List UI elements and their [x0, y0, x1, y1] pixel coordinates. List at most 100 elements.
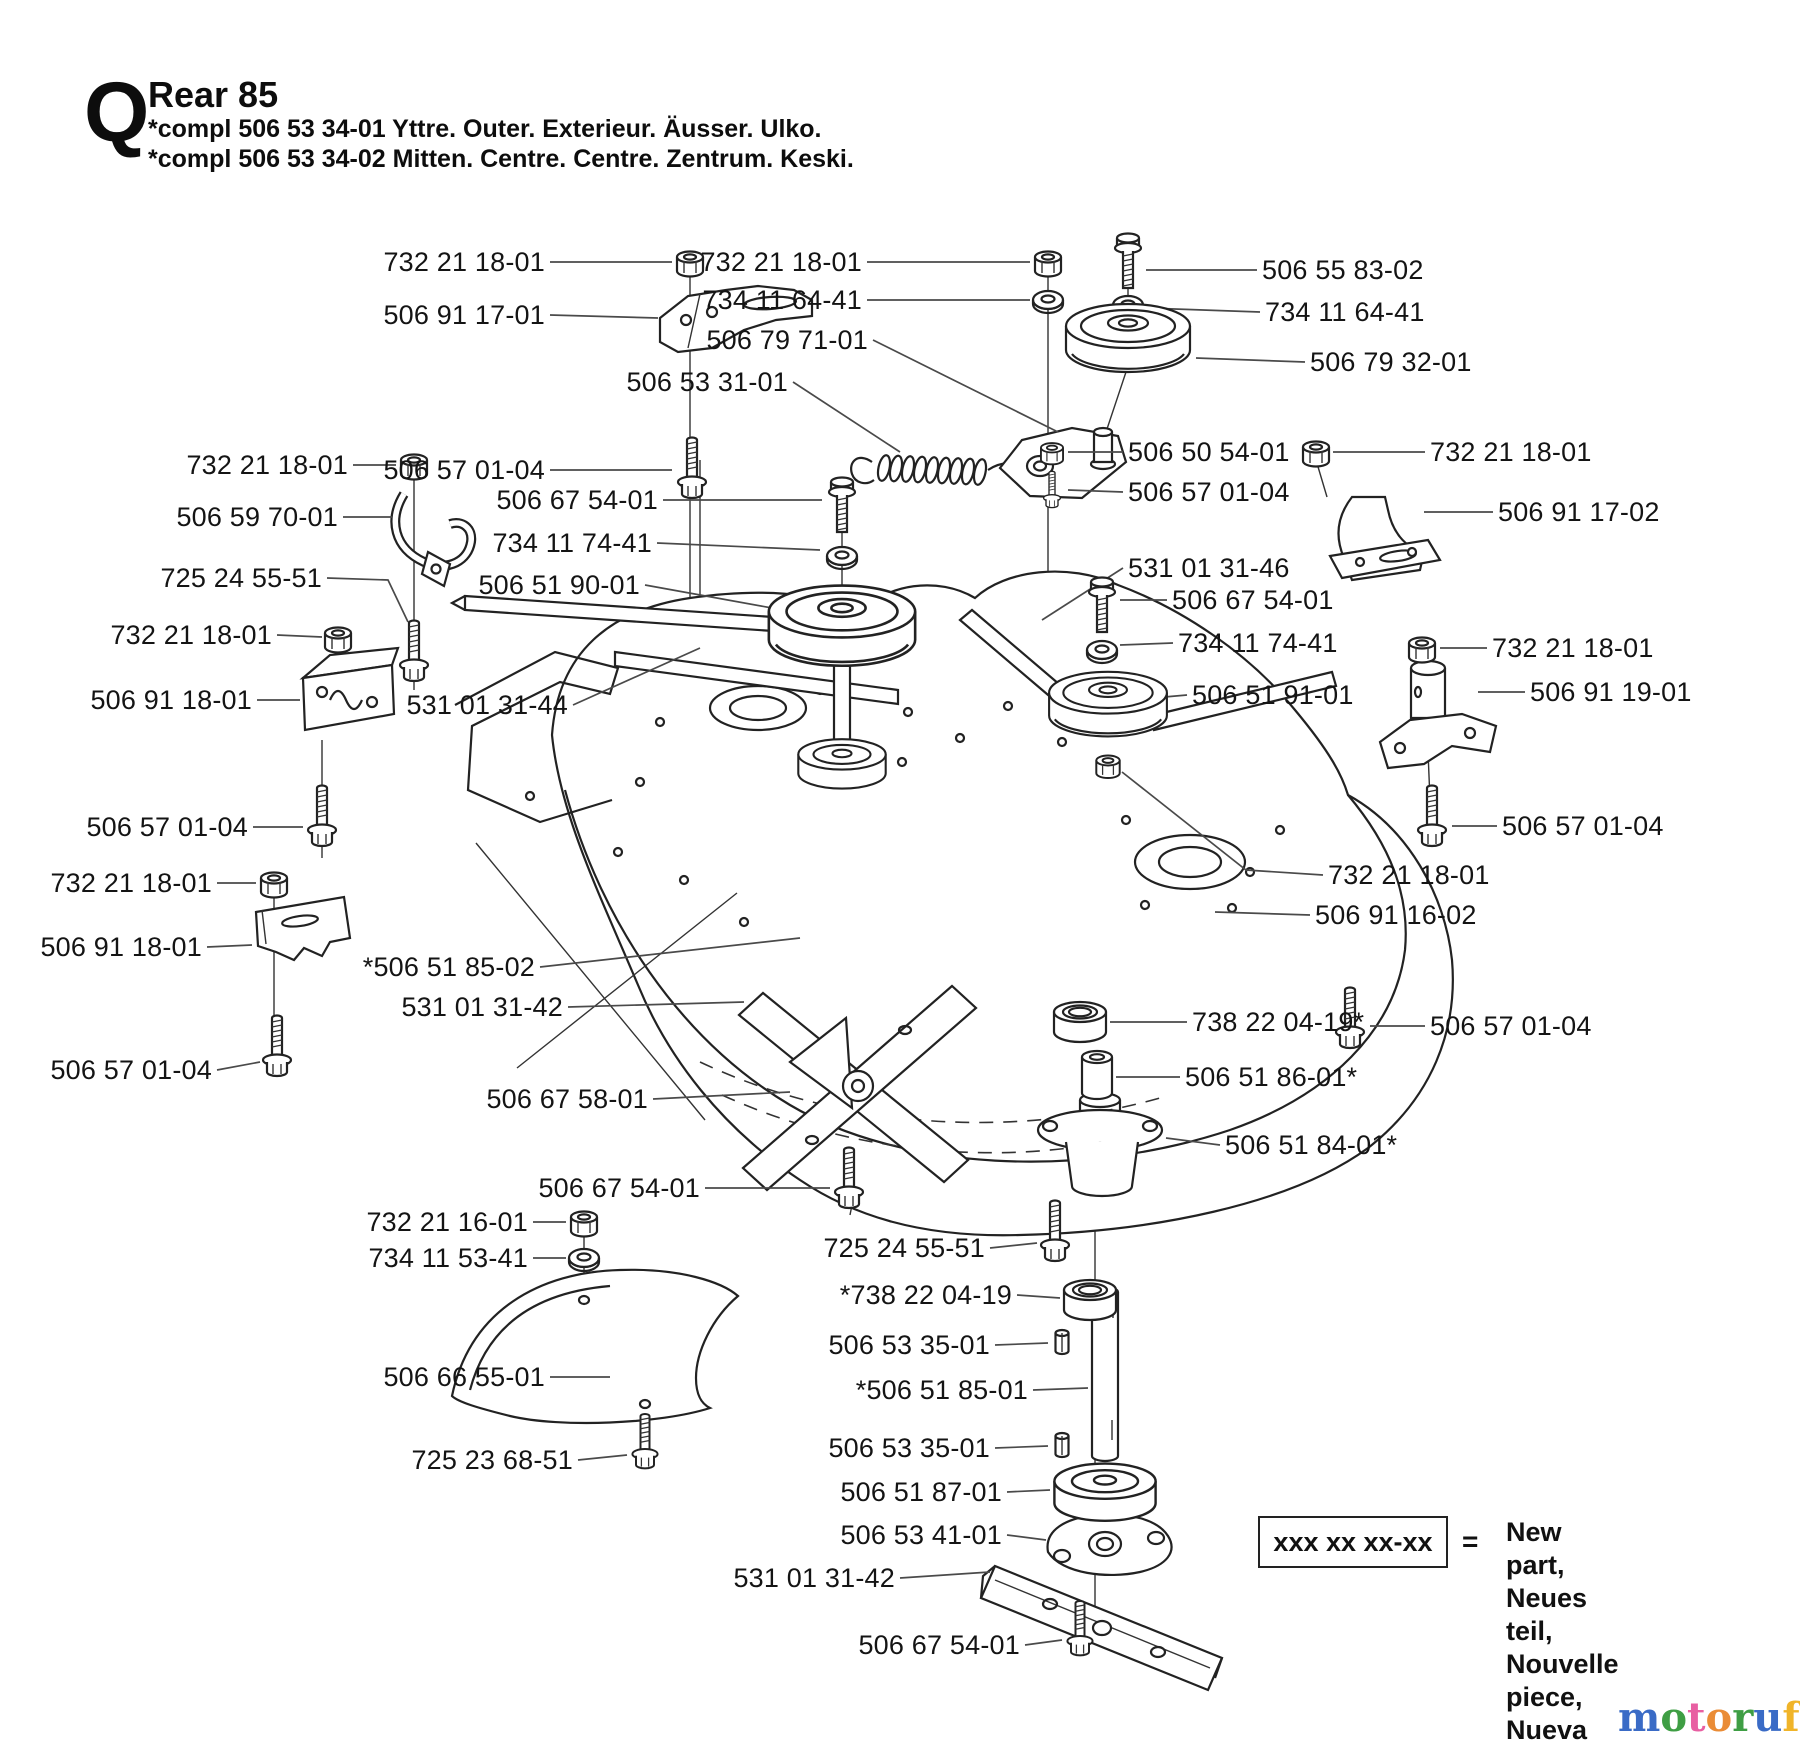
- part-number-label: 738 22 04-19*: [1192, 1007, 1365, 1037]
- locknut-icon: [323, 626, 353, 654]
- pulley-icon: [1064, 302, 1192, 374]
- hex-bolt-icon: [827, 476, 857, 534]
- blade-holder-506-53-41-01: [1046, 1513, 1173, 1577]
- part-number-label: 506 57 01-04: [86, 812, 248, 842]
- part-number-label: *506 51 85-02: [362, 952, 535, 982]
- part-number-label: 734 11 64-41: [1265, 297, 1425, 327]
- page-title: Rear 85: [148, 74, 279, 115]
- legend-pattern-box: xxx xx xx-xx: [1258, 1516, 1448, 1568]
- leader-line: [206, 944, 253, 948]
- leader-line: [994, 1445, 1049, 1449]
- washer-icon: [567, 1247, 601, 1273]
- part-number-label: 531 01 31-46: [1128, 553, 1290, 583]
- drive-belts: [449, 594, 1338, 732]
- part-number-label: 531 01 31-42: [401, 992, 563, 1022]
- part-number-label: 506 91 17-01: [383, 300, 545, 330]
- part-number-label: 734 11 53-41: [368, 1243, 528, 1273]
- locknut-icon: [259, 871, 289, 899]
- flange-screw-icon: [1416, 784, 1448, 848]
- part-number-label: 732 21 18-01: [186, 450, 348, 480]
- leader-line: [216, 1061, 261, 1071]
- blade-support-fin: [788, 1015, 854, 1111]
- part-number-label: 531 01 31-42: [733, 1563, 895, 1593]
- part-number-label: 506 91 18-01: [40, 932, 202, 962]
- logo-letter: o: [1660, 1694, 1688, 1741]
- leader-line: [1067, 489, 1124, 493]
- leader-line: [994, 1342, 1049, 1346]
- part-number-label: 732 21 18-01: [1430, 437, 1592, 467]
- washer-icon: [1031, 289, 1065, 315]
- part-number-label: *506 51 85-01: [855, 1375, 1028, 1405]
- part-number-label: 506 67 54-01: [496, 485, 658, 515]
- bracket-506-91-18-01-b: [254, 895, 352, 962]
- wire-clip-506-59-70-01: [390, 491, 477, 588]
- flange-screw-icon: [306, 784, 338, 848]
- bracket-506-91-19-01: [1378, 659, 1498, 770]
- logo-letter: r: [1732, 1694, 1754, 1741]
- part-number-label: 506 57 01-04: [1128, 477, 1290, 507]
- part-number-label: 506 51 84-01*: [1225, 1130, 1398, 1160]
- part-number-label: 506 53 35-01: [828, 1433, 990, 1463]
- part-number-label: 506 55 83-02: [1262, 255, 1424, 285]
- leader-line: [872, 339, 1059, 433]
- logo-letter: m: [1618, 1694, 1661, 1741]
- leader-line: [1016, 1294, 1061, 1299]
- section-letter: Q: [84, 65, 150, 159]
- bearing-icon: [1052, 1000, 1108, 1044]
- part-number-label: 732 21 18-01: [110, 620, 272, 650]
- part-number-label: 531 01 31-44: [406, 690, 568, 720]
- part-number-label: 725 24 55-51: [160, 563, 322, 593]
- part-number-label: 506 51 86-01*: [1185, 1062, 1358, 1092]
- x-blade-assembly: [737, 984, 978, 1192]
- spacer-icon: [1080, 1049, 1114, 1101]
- leader-line: [652, 1091, 791, 1100]
- part-number-label: 506 91 17-02: [1498, 497, 1660, 527]
- pulley-cup-icon: [797, 738, 887, 790]
- motoruf-logo: motoruf.de: [1618, 1694, 1800, 1741]
- logo-letter: f: [1782, 1694, 1800, 1741]
- locknut-icon: [1033, 250, 1063, 278]
- flange-screw-icon: [261, 1014, 293, 1078]
- locknut-icon: [675, 250, 705, 278]
- part-number-label: 732 21 18-01: [1492, 633, 1654, 663]
- left-spindle-shaft: [832, 653, 852, 742]
- part-number-label: 506 57 01-04: [1502, 811, 1664, 841]
- part-number-label: 506 53 35-01: [828, 1330, 990, 1360]
- part-number-label: 506 67 54-01: [1172, 585, 1334, 615]
- part-number-label: 732 21 18-01: [1328, 860, 1490, 890]
- deck-front-flap: [454, 650, 620, 824]
- legend-equals: =: [1462, 1526, 1479, 1557]
- bracket-506-91-17-01: [658, 284, 814, 354]
- leader-line: [644, 584, 773, 609]
- part-number-label: 506 57 01-04: [383, 455, 545, 485]
- part-number-label: 506 51 90-01: [478, 570, 640, 600]
- part-number-label: 506 57 01-04: [50, 1055, 212, 1085]
- part-number-label: 734 11 74-41: [492, 528, 652, 558]
- legend-meaning-line: Nueva pieza,: [1506, 1715, 1588, 1745]
- part-number-label: 506 91 18-01: [90, 685, 252, 715]
- leader-line: [572, 647, 701, 706]
- compl-line-1: *compl 506 53 34-01 Yttre. Outer. Exteri…: [148, 115, 822, 143]
- locknut-icon: [1095, 754, 1121, 780]
- part-number-label: 506 50 54-01: [1128, 437, 1290, 467]
- part-number-label: 506 67 54-01: [858, 1630, 1020, 1660]
- locknut-icon: [1407, 636, 1437, 664]
- leader-line: [577, 1454, 628, 1461]
- legend-meanings: New part,Neues teil,Nouvelle piece,Nueva…: [1506, 1516, 1619, 1745]
- leader-line: [1214, 911, 1311, 916]
- flange-screw-icon: [398, 619, 430, 683]
- part-number-label: 725 23 68-51: [411, 1445, 573, 1475]
- tension-spring: [850, 454, 1023, 486]
- part-number-label: 506 57 01-04: [1430, 1011, 1592, 1041]
- leader-line: [326, 577, 409, 623]
- leader-line: [1006, 1489, 1051, 1493]
- part-number-label: 732 21 18-01: [383, 247, 545, 277]
- pulley-icon: [767, 584, 917, 668]
- bracket-506-91-17-02: [1328, 495, 1442, 582]
- leader-line: [792, 381, 901, 453]
- compl-line-2: *compl 506 53 34-02 Mitten. Centre. Cent…: [148, 145, 854, 173]
- leader-line: [1024, 1639, 1063, 1646]
- logo-letter: t: [1687, 1694, 1706, 1741]
- bearing-icon: [1062, 1278, 1118, 1322]
